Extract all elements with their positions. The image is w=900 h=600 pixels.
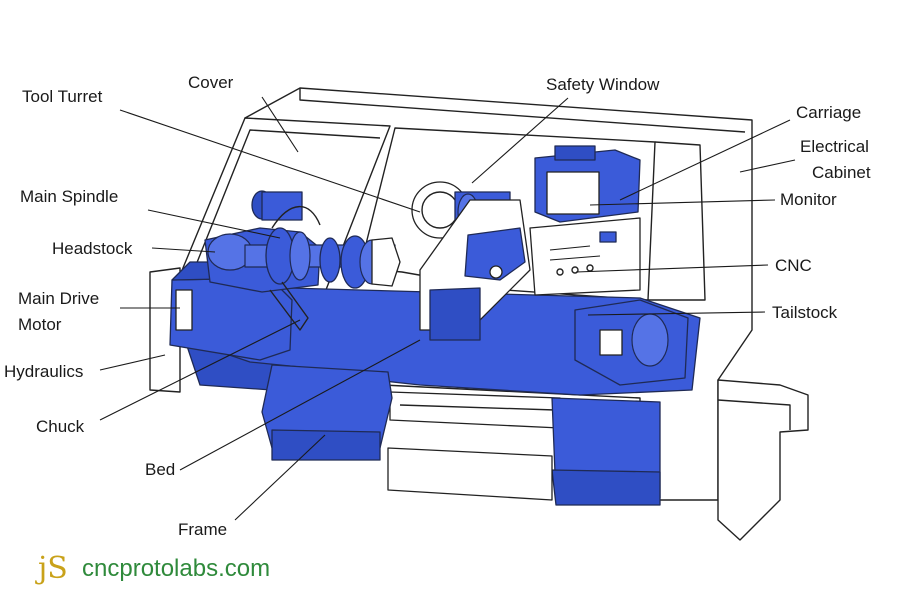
carriage (419, 199, 531, 341)
machine-frame (261, 364, 661, 506)
label-carriage: Carriage (796, 103, 861, 122)
label-main-drive-motor-line2: Motor (18, 315, 62, 334)
label-electrical-cabinet-line1: Electrical (800, 137, 869, 156)
watermark: jS cncprotolabs.com (35, 551, 270, 586)
monitor (534, 145, 641, 223)
label-main-spindle: Main Spindle (20, 187, 118, 206)
cnc-control-panel (529, 217, 641, 296)
brand-logo-mark: jS (35, 551, 68, 586)
label-main-drive-motor-line1: Main Drive (18, 289, 99, 308)
label-electrical-cabinet-line2: Cabinet (812, 163, 871, 182)
part-labels: Cover Tool Turret Safety Window Carriage… (4, 73, 871, 539)
label-chuck: Chuck (36, 417, 85, 436)
label-cover: Cover (188, 73, 234, 92)
chuck (340, 235, 401, 289)
label-frame: Frame (178, 520, 227, 539)
label-cnc: CNC (775, 256, 812, 275)
leader-lines (99, 96, 796, 521)
label-tailstock: Tailstock (772, 303, 838, 322)
label-hydraulics: Hydraulics (4, 362, 83, 381)
label-tool-turret: Tool Turret (22, 87, 103, 106)
brand-site-text: cncprotolabs.com (82, 555, 270, 582)
label-bed: Bed (145, 460, 175, 479)
label-headstock: Headstock (52, 239, 133, 258)
label-monitor: Monitor (780, 190, 837, 209)
label-safety-window: Safety Window (546, 75, 660, 94)
